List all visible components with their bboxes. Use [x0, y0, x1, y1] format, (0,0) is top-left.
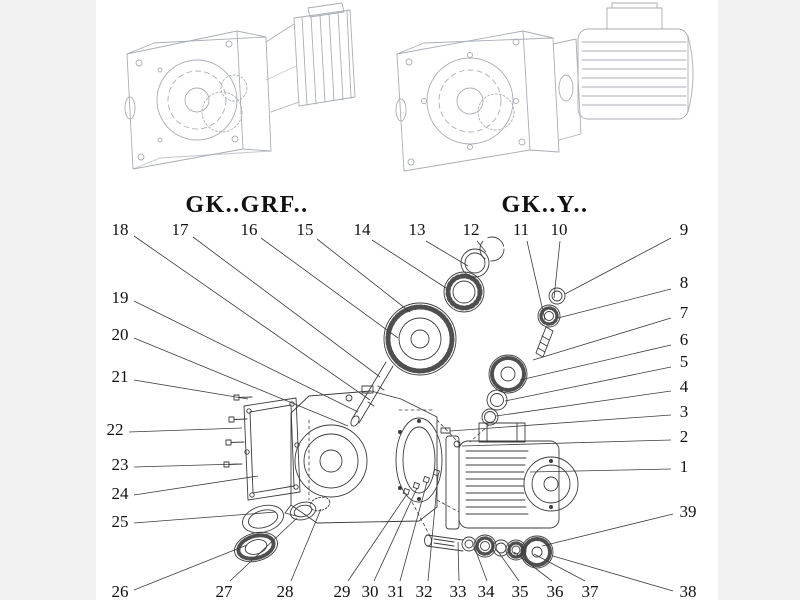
- callout-line-5: [504, 366, 672, 402]
- upper-bearing-and-rings: [443, 236, 505, 313]
- motor-fasteners: [402, 427, 451, 496]
- callout-number-5: 5: [680, 352, 689, 371]
- callout-line-13: [425, 240, 469, 267]
- callout-number-35: 35: [512, 582, 529, 600]
- gearbox-drawing-y: [395, 2, 694, 172]
- callout-number-18: 18: [112, 220, 129, 239]
- callout-number-26: 26: [112, 582, 129, 600]
- callout-line-37: [533, 553, 586, 582]
- callout-line-24: [133, 475, 259, 496]
- callout-line-9: [564, 237, 672, 295]
- callout-line-4: [495, 390, 672, 417]
- callout-line-26: [133, 544, 248, 591]
- callout-number-30: 30: [362, 582, 379, 600]
- callout-number-20: 20: [112, 325, 129, 344]
- callout-line-33: [457, 541, 460, 582]
- output-shaft-rings: [234, 496, 331, 563]
- callout-number-32: 32: [416, 582, 433, 600]
- callout-line-28: [290, 508, 322, 582]
- callout-number-2: 2: [680, 427, 689, 446]
- callout-line-14: [371, 239, 447, 289]
- exploded-view: [223, 236, 579, 569]
- callout-number-24: 24: [112, 484, 130, 503]
- callout-number-31: 31: [388, 582, 405, 600]
- callout-number-36: 36: [547, 582, 564, 600]
- callout-number-22: 22: [107, 420, 124, 439]
- callout-number-14: 14: [354, 220, 372, 239]
- callout-number-9: 9: [680, 220, 689, 239]
- callout-line-30: [373, 487, 418, 582]
- callout-line-34: [473, 545, 488, 582]
- callout-number-38: 38: [680, 582, 697, 600]
- variant-title-grf: GK..GRF..: [185, 192, 308, 218]
- callout-line-16: [260, 237, 399, 339]
- callout-line-7: [532, 317, 672, 361]
- callout-number-17: 17: [172, 220, 190, 239]
- callout-number-3: 3: [680, 402, 689, 421]
- callout-number-34: 34: [478, 582, 496, 600]
- callout-number-6: 6: [680, 330, 689, 349]
- assembly-guide-lines: [398, 409, 490, 537]
- callout-number-28: 28: [277, 582, 294, 600]
- callout-number-25: 25: [112, 512, 129, 531]
- gear-housing: [284, 385, 443, 524]
- callout-number-21: 21: [112, 367, 129, 386]
- callout-number-7: 7: [680, 303, 689, 322]
- callout-number-39: 39: [680, 502, 697, 521]
- callout-line-29: [347, 493, 408, 582]
- output-flange-plate: [243, 397, 301, 501]
- input-pinion-assembly: [481, 287, 566, 426]
- output-shaft-assembly: [424, 534, 554, 569]
- callout-line-19: [133, 300, 359, 413]
- callout-line-11: [526, 240, 546, 321]
- callout-number-27: 27: [216, 582, 234, 600]
- motor: [445, 422, 579, 530]
- callout-line-12: [476, 240, 487, 253]
- callout-line-2: [461, 439, 672, 447]
- callout-number-10: 10: [551, 220, 568, 239]
- callout-number-12: 12: [463, 220, 480, 239]
- callout-number-4: 4: [680, 377, 689, 396]
- callout-number-8: 8: [680, 273, 689, 292]
- callout-line-3: [449, 414, 672, 432]
- callout-line-8: [557, 288, 672, 319]
- callout-line-10: [553, 240, 561, 299]
- callout-line-31: [399, 481, 428, 582]
- callout-line-17: [192, 236, 381, 378]
- callout-number-23: 23: [112, 455, 129, 474]
- callout-line-1: [529, 468, 672, 473]
- callout-line-39: [541, 513, 674, 547]
- callout-line-35: [496, 549, 520, 582]
- callout-line-38: [552, 555, 674, 592]
- callout-line-36: [513, 551, 553, 582]
- callout-line-25: [133, 511, 277, 524]
- callout-line-23: [133, 463, 239, 468]
- variant-title-y: GK..Y..: [502, 192, 589, 218]
- intermediate-shaft-gear: [350, 302, 457, 427]
- callout-line-27: [229, 517, 298, 582]
- callout-number-16: 16: [241, 220, 258, 239]
- callout-number-29: 29: [334, 582, 351, 600]
- gearbox-drawing-grf: [124, 2, 356, 170]
- callout-number-19: 19: [112, 288, 129, 307]
- callout-line-32: [427, 474, 439, 582]
- callout-number-1: 1: [680, 457, 689, 476]
- callout-number-37: 37: [582, 582, 600, 600]
- callout-number-33: 33: [450, 582, 467, 600]
- callout-line-20: [133, 337, 349, 427]
- callout-line-15: [316, 238, 411, 313]
- callout-line-21: [133, 379, 249, 400]
- callout-number-13: 13: [409, 220, 426, 239]
- callout-line-22: [128, 427, 243, 433]
- callout-line-18: [133, 235, 371, 401]
- callout-number-11: 11: [513, 220, 529, 239]
- paper-background: [96, 0, 718, 600]
- callout-number-15: 15: [297, 220, 314, 239]
- callout-line-6: [519, 344, 672, 381]
